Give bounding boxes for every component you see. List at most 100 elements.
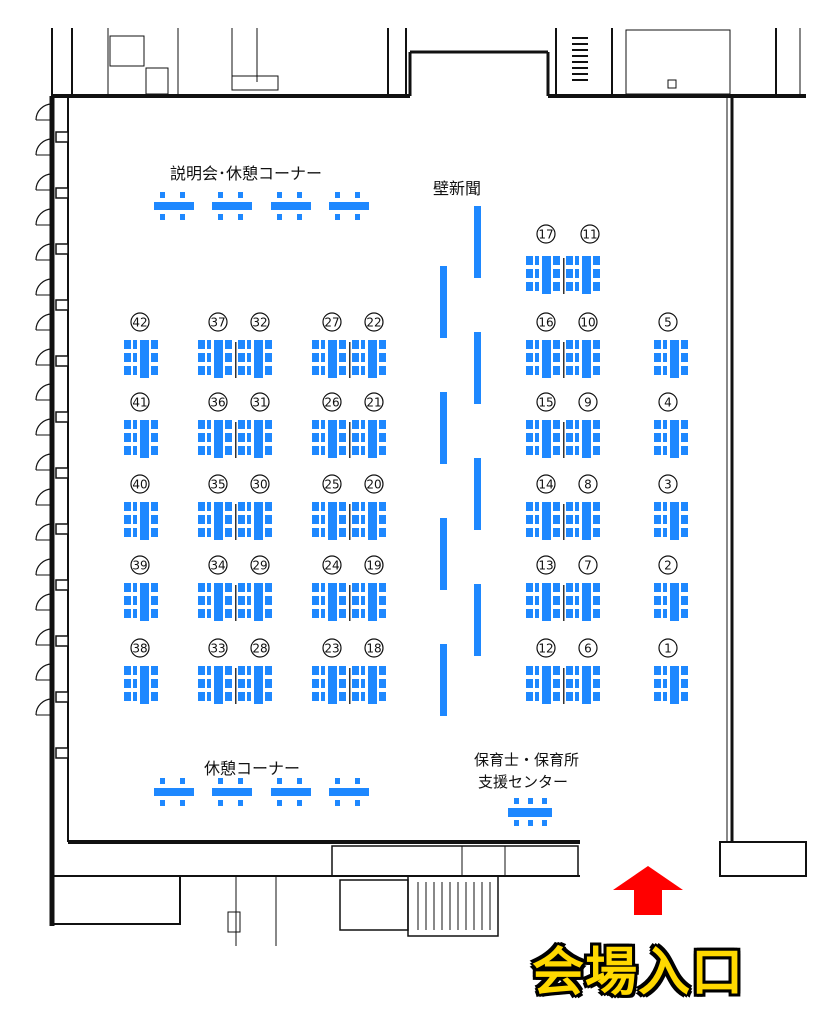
- booth-chair: [133, 609, 137, 618]
- booth-table: [526, 340, 560, 378]
- booth-table: [352, 420, 386, 458]
- lounge-chair: [297, 778, 302, 784]
- booth-number-ring: [580, 224, 600, 244]
- booth-chair: [575, 256, 579, 265]
- booth-chair: [265, 679, 272, 688]
- booth-chair: [339, 353, 346, 362]
- booth-number-ring: [364, 638, 384, 658]
- booth-number-text: 1: [664, 642, 672, 656]
- booth-chair: [526, 502, 533, 511]
- booth-chair: [133, 353, 137, 362]
- booth-number-text: 41: [132, 396, 147, 410]
- booth-chair: [225, 679, 232, 688]
- booth-chair: [198, 666, 205, 675]
- column: [56, 132, 68, 142]
- lounge-chair: [160, 192, 165, 198]
- lounge-chair: [180, 778, 185, 784]
- booth-number-ring: [364, 312, 384, 332]
- lounge-chair: [238, 778, 243, 784]
- booth-chair: [654, 528, 661, 537]
- booth-desk: [214, 666, 223, 704]
- booth-number-text: 4: [664, 396, 672, 410]
- booth-chair: [238, 366, 245, 375]
- booth-number-ring: [322, 312, 342, 332]
- booth-chair: [379, 679, 386, 688]
- booth-number-text: 8: [584, 478, 592, 492]
- booth-chair: [265, 515, 272, 524]
- booth-chair: [566, 446, 573, 455]
- booth-chair: [553, 596, 560, 605]
- booth-chair: [207, 353, 211, 362]
- room-fixture: [667, 79, 677, 89]
- booth-chair: [566, 269, 573, 278]
- booth-chair: [133, 515, 137, 524]
- booth-chair: [593, 269, 600, 278]
- booth-table: [526, 256, 560, 294]
- lounge-chair: [335, 192, 340, 198]
- booth-chair: [198, 515, 205, 524]
- wall-newspaper-panel: [474, 584, 481, 656]
- column: [56, 300, 68, 310]
- wall-newspaper-panel: [474, 332, 481, 404]
- lounge-desk: [329, 788, 369, 796]
- booth-table: [198, 583, 232, 621]
- booth-desk: [254, 340, 263, 378]
- booth-table: [198, 420, 232, 458]
- booth-chair: [681, 433, 688, 442]
- booth-number-ring: [130, 474, 150, 494]
- booth-chair: [198, 679, 205, 688]
- booth-chair: [654, 340, 661, 349]
- booth-desk: [214, 502, 223, 540]
- booth-chair: [339, 340, 346, 349]
- lounge-chair: [238, 214, 243, 220]
- booth-number-ring: [208, 638, 228, 658]
- booth-chair: [663, 666, 667, 675]
- booth-chair: [526, 256, 533, 265]
- booth-chair: [593, 515, 600, 524]
- booth-chair: [124, 679, 131, 688]
- booth-chair: [553, 446, 560, 455]
- booth-desk: [254, 666, 263, 704]
- booth-divider: [235, 504, 237, 540]
- booth-number-33: 33: [208, 638, 228, 658]
- lounge-table: [212, 192, 252, 220]
- booth-chair: [198, 596, 205, 605]
- booth-chair: [663, 528, 667, 537]
- lounge-table: [154, 778, 194, 806]
- booth-chair: [575, 340, 579, 349]
- booth-chair: [352, 420, 359, 429]
- column: [55, 747, 69, 759]
- column: [55, 635, 69, 647]
- booth-number-text: 19: [366, 559, 381, 573]
- booth-chair: [124, 446, 131, 455]
- booth-chair: [321, 609, 325, 618]
- booth-chair: [321, 528, 325, 537]
- booth-chair: [339, 679, 346, 688]
- booth-number-ring: [536, 555, 556, 575]
- booth-number-text: 3: [664, 478, 672, 492]
- window-arc: [35, 383, 53, 401]
- booth-chair: [663, 366, 667, 375]
- booth-chair: [593, 282, 600, 291]
- lounge-chair: [218, 214, 223, 220]
- lounge-chair: [180, 192, 185, 198]
- wall-newspaper-panel: [474, 458, 481, 530]
- booth-number-text: 2: [664, 559, 672, 573]
- booth-number-25: 25: [322, 474, 342, 494]
- booth-chair: [198, 420, 205, 429]
- booth-desk: [542, 583, 551, 621]
- booth-number-12: 12: [536, 638, 556, 658]
- booth-chair: [681, 528, 688, 537]
- booth-desk: [542, 340, 551, 378]
- booth-number-text: 42: [132, 316, 147, 330]
- window-arc: [35, 313, 53, 331]
- booth-chair: [361, 609, 365, 618]
- booth-chair: [663, 596, 667, 605]
- booth-number-4: 4: [658, 392, 678, 412]
- booth-number-text: 9: [584, 396, 592, 410]
- booth-table: [198, 340, 232, 378]
- staircase: [407, 875, 499, 937]
- booth-desk: [582, 256, 591, 294]
- booth-chair: [312, 692, 319, 701]
- booth-chair: [198, 446, 205, 455]
